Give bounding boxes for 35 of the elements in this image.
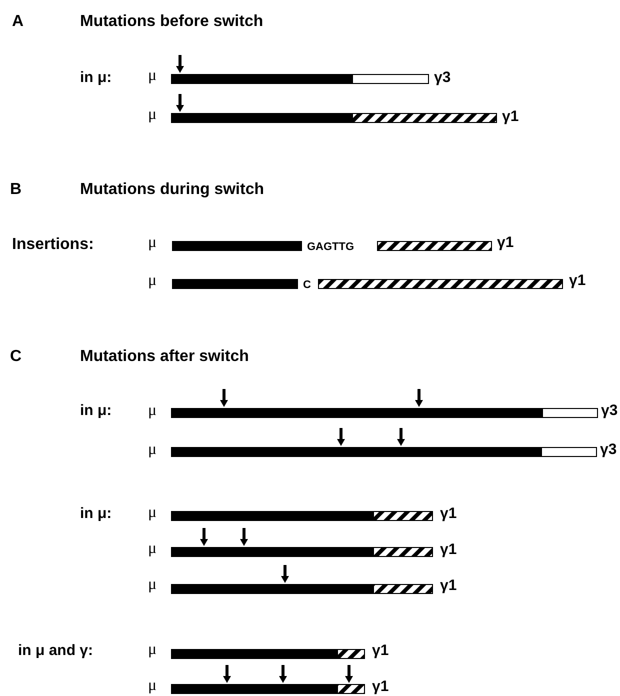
sequence-label: GAGTTG — [307, 240, 354, 254]
panel-letter: A — [12, 13, 24, 31]
isotype-label: γ1 — [502, 108, 519, 126]
isotype-label: γ3 — [434, 70, 451, 86]
row-label: in μ: — [80, 506, 112, 522]
panel-letter: C — [10, 348, 22, 366]
gene-segment-label: μ — [148, 677, 157, 695]
sequence-label: C — [303, 278, 311, 292]
row-label: in μ and γ: — [18, 642, 94, 660]
isotype-label: γ1 — [440, 542, 457, 558]
gene-segment-label: μ — [148, 67, 157, 85]
section-heading: Mutations after switch — [80, 348, 249, 366]
section-heading: Mutations before switch — [80, 13, 264, 31]
gene-segment-label: μ — [148, 106, 157, 124]
row-label: Insertions: — [12, 236, 94, 254]
isotype-label: γ1 — [569, 272, 586, 290]
isotype-label: γ3 — [601, 402, 618, 420]
isotype-label: γ1 — [372, 678, 389, 696]
gene-segment-label: μ — [148, 402, 157, 420]
gene-segment-label: μ — [148, 441, 157, 459]
row-label: in μ: — [80, 402, 112, 420]
isotype-label: γ1 — [497, 234, 514, 252]
isotype-label: γ1 — [440, 506, 457, 522]
gene-segment-label: μ — [148, 576, 157, 594]
isotype-label: γ3 — [600, 442, 617, 458]
section-heading: Mutations during switch — [80, 181, 264, 199]
isotype-label: γ1 — [440, 578, 457, 594]
isotype-label: γ1 — [372, 642, 389, 660]
gene-segment-label: μ — [148, 641, 157, 659]
gene-segment-label: μ — [148, 504, 157, 522]
gene-segment-label: μ — [148, 234, 157, 252]
gene-segment-label: μ — [148, 272, 157, 290]
panel-letter: B — [10, 181, 22, 199]
row-label: in μ: — [80, 70, 112, 86]
gene-segment-label: μ — [148, 540, 157, 558]
